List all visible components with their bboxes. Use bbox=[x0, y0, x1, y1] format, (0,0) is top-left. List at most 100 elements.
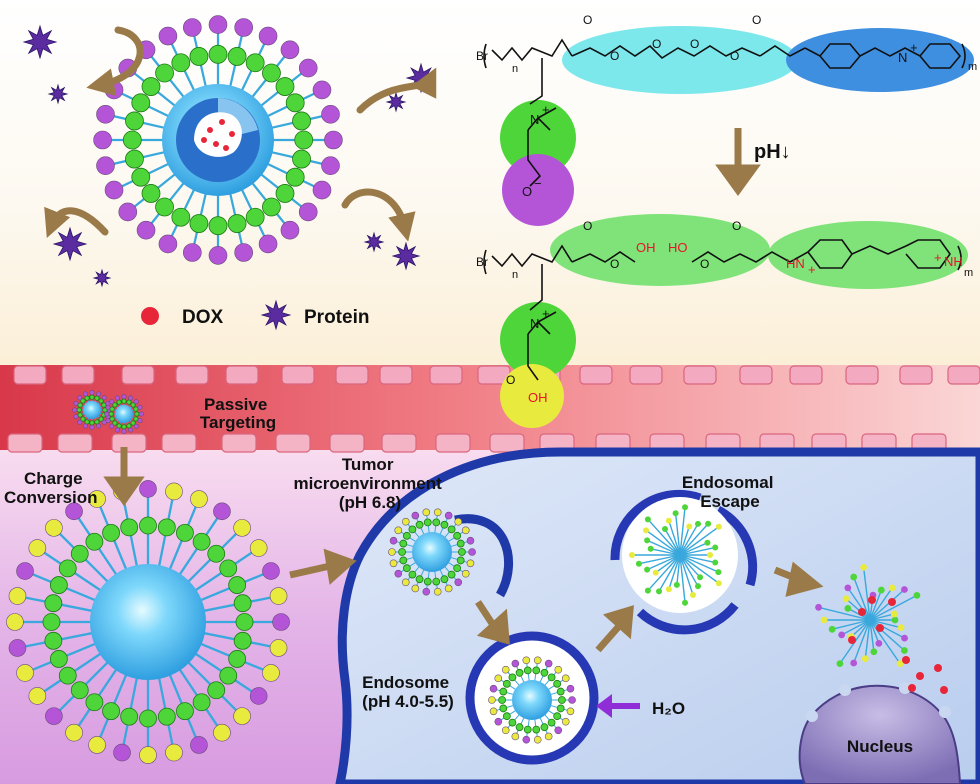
terminal-bead bbox=[65, 723, 83, 742]
terminal-bead bbox=[249, 539, 268, 557]
zwitterion-bead bbox=[155, 197, 174, 217]
endothelial-cell bbox=[7, 433, 43, 453]
zwitterion-bead bbox=[456, 539, 465, 548]
ph-decrease-label: pH↓ bbox=[754, 141, 791, 163]
polymer-structure-top: Br n m N + O − N + O O O O O O bbox=[476, 13, 977, 226]
zwitterion-bead bbox=[508, 718, 517, 727]
nanoparticle-core bbox=[412, 532, 452, 572]
svg-text:+: + bbox=[934, 250, 942, 265]
zwitterion-bead bbox=[77, 412, 83, 418]
protein-icon bbox=[22, 24, 58, 60]
nanoparticle-core bbox=[83, 401, 101, 419]
zwitterion-bead bbox=[553, 679, 562, 688]
endosomal-escape-label: Endosomal Escape bbox=[682, 473, 778, 511]
dox-legend-label: DOX bbox=[182, 307, 224, 328]
terminal-bead bbox=[394, 569, 403, 578]
terminal-bead bbox=[165, 743, 183, 762]
nanoparticle-tumor-surface bbox=[388, 508, 476, 596]
zwitterion-bead bbox=[84, 395, 90, 401]
terminal-bead bbox=[233, 707, 251, 725]
dox-molecule bbox=[888, 598, 896, 606]
terminal-bead bbox=[272, 613, 290, 631]
terminal-bead bbox=[444, 584, 453, 593]
protein-icon bbox=[92, 268, 112, 288]
endothelial-cell bbox=[13, 365, 47, 385]
nanoparticle-in-endosome bbox=[488, 656, 576, 744]
zwitterion-bead bbox=[498, 696, 507, 704]
svg-text:n: n bbox=[512, 63, 518, 75]
endothelial-cell bbox=[683, 365, 717, 385]
terminal-bead bbox=[96, 391, 102, 397]
zwitterion-bead bbox=[515, 668, 524, 677]
zwitterion-bead bbox=[227, 214, 247, 233]
zwitterion-bead bbox=[408, 525, 417, 534]
svg-text:m: m bbox=[968, 61, 977, 73]
tumor-microenvironment-label: Tumor microenvironment (pH 6.8) bbox=[293, 455, 446, 512]
carboxylate-circle bbox=[502, 154, 574, 226]
terminal-bead bbox=[566, 707, 575, 716]
svg-text:N: N bbox=[530, 112, 539, 127]
terminal-bead bbox=[454, 578, 463, 587]
terminal-bead bbox=[411, 584, 420, 593]
zwitterion-bead bbox=[77, 402, 83, 408]
terminal-bead bbox=[544, 732, 553, 741]
zwitterion-bead bbox=[125, 149, 144, 169]
polymer-structure-bottom: Br n m OH HO HN + + NH N + OH O O O O O bbox=[476, 214, 973, 428]
terminal-bead bbox=[121, 428, 127, 434]
zwitterion-bead bbox=[176, 702, 194, 721]
zwitterion-bead bbox=[208, 44, 228, 64]
zwitterion-bead bbox=[49, 576, 68, 594]
zwitterion-bead bbox=[453, 564, 462, 573]
dox-molecule bbox=[916, 672, 924, 680]
terminal-bead bbox=[269, 587, 288, 605]
terminal-bead bbox=[388, 548, 396, 556]
terminal-bead bbox=[494, 717, 503, 726]
terminal-bead bbox=[104, 411, 110, 417]
zwitterion-bead bbox=[189, 47, 209, 66]
zwitterion-bead bbox=[58, 666, 77, 685]
zwitterion-bead bbox=[556, 704, 565, 713]
protein-repel-arrows bbox=[44, 26, 437, 242]
terminal-bead bbox=[488, 696, 496, 704]
terminal-bead bbox=[88, 736, 106, 754]
svg-text:NH: NH bbox=[944, 254, 963, 269]
nanoparticle-core bbox=[115, 405, 133, 423]
zwitterion-bead bbox=[130, 402, 136, 408]
svg-text:OH: OH bbox=[636, 240, 656, 255]
terminal-bead bbox=[118, 202, 138, 222]
endothelial-cell bbox=[379, 365, 413, 385]
zwitterion-bead bbox=[42, 613, 61, 631]
svg-text:N: N bbox=[530, 316, 539, 331]
zwitterion-bead bbox=[208, 216, 228, 236]
zwitterion-bead bbox=[532, 666, 541, 675]
terminal-bead bbox=[104, 180, 124, 200]
svg-text:+: + bbox=[910, 40, 918, 55]
terminal-bead bbox=[136, 220, 156, 240]
svg-text:O: O bbox=[690, 37, 699, 51]
terminal-bead bbox=[96, 156, 115, 175]
zwitterion-bead bbox=[553, 712, 562, 721]
terminal-bead bbox=[8, 587, 27, 605]
cell-membrane-notch bbox=[454, 514, 513, 598]
zwitterion-bead bbox=[120, 518, 139, 537]
zwitterion-bead bbox=[547, 673, 556, 682]
terminal-bead bbox=[258, 26, 278, 46]
dox-molecule bbox=[219, 119, 225, 125]
terminal-bead bbox=[312, 80, 332, 100]
zwitterion-bead bbox=[456, 556, 465, 565]
svg-text:n: n bbox=[512, 269, 518, 281]
terminal-bead bbox=[249, 687, 268, 705]
zwitterion-bead bbox=[556, 687, 565, 696]
zwitterion-bead bbox=[139, 709, 157, 728]
terminal-bead bbox=[561, 717, 570, 726]
dox-molecule bbox=[229, 131, 235, 137]
zwitterion-bead bbox=[275, 77, 295, 96]
zwitterion-bead bbox=[285, 167, 305, 187]
nanoparticle-core bbox=[90, 564, 206, 680]
terminal-bead bbox=[522, 735, 531, 744]
terminal-bead bbox=[466, 559, 475, 568]
terminal-bead bbox=[280, 40, 300, 60]
carboxylic-acid-circle bbox=[500, 364, 564, 428]
terminal-bead bbox=[233, 519, 251, 537]
zwitterion-bead bbox=[126, 399, 132, 405]
